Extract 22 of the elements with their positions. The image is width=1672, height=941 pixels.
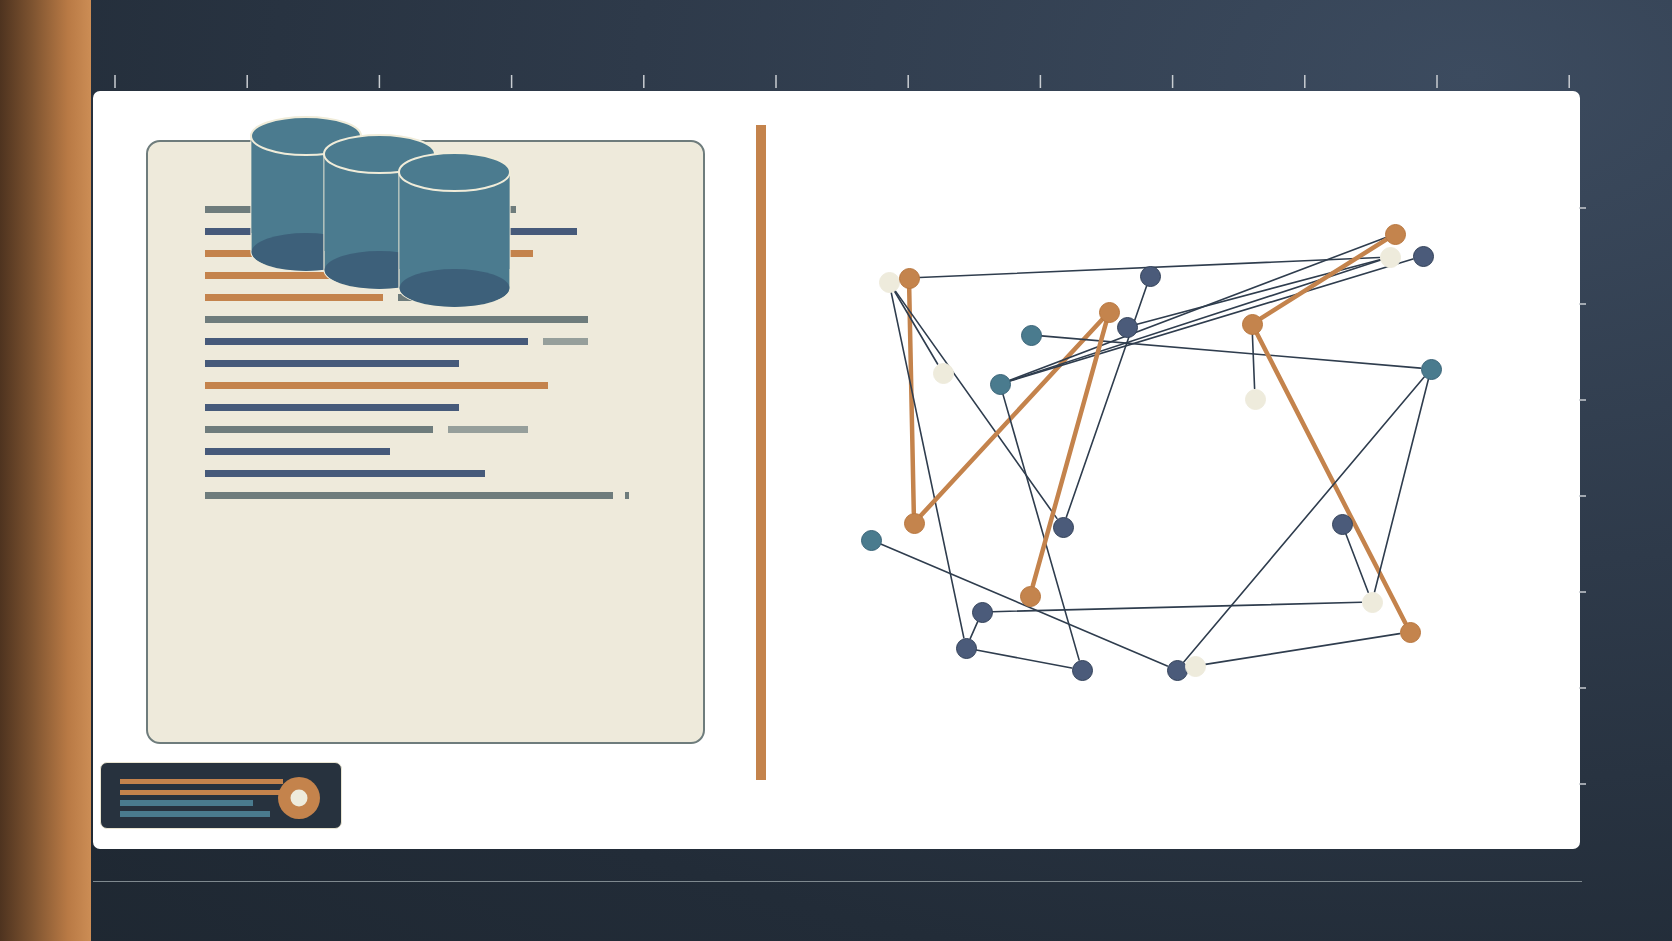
connector-line [1065,285,1148,518]
connector-line [975,649,1073,669]
connector-line [1183,376,1425,663]
connector-line [1373,378,1430,593]
connector-line [991,601,1363,613]
connector-line [918,256,1381,279]
connector-line [1009,236,1386,382]
connector-line [890,291,965,639]
connector-line [1136,258,1381,326]
connector-line [1251,333,1256,390]
connector-line [879,543,1169,667]
connector-line [894,289,1058,520]
connector-line [906,286,917,515]
connector-line [1040,335,1422,369]
connector-line [1258,237,1389,321]
connector-line [1204,632,1401,666]
connector-line [918,317,1105,518]
connector-line [969,620,979,640]
connector-line [1345,533,1369,593]
connector-line [893,290,939,365]
connector-line [1002,393,1080,661]
connector-line [1254,331,1408,625]
